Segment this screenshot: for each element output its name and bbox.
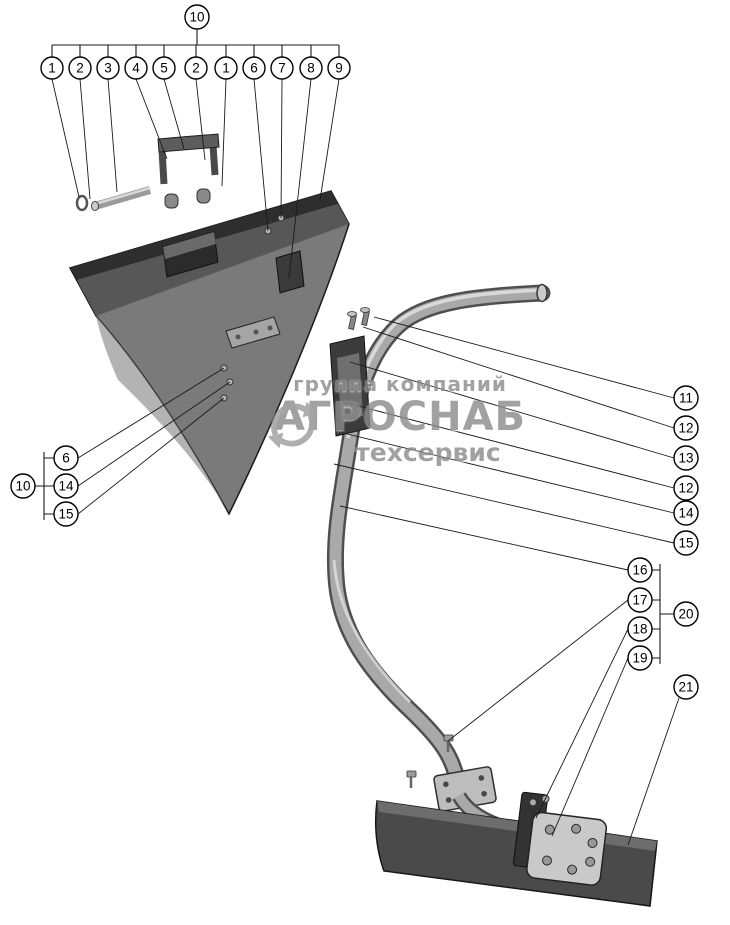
callout-right-group-20: 20 bbox=[673, 601, 699, 627]
callout-top-8: 8 bbox=[299, 56, 323, 80]
left-group-bracket bbox=[35, 452, 54, 520]
callout-right-11: 11 bbox=[673, 385, 699, 411]
svg-text:18: 18 bbox=[632, 622, 647, 637]
callout-right-12b: 12 bbox=[673, 475, 699, 501]
svg-text:2: 2 bbox=[76, 61, 84, 76]
top-group-bracket bbox=[51, 29, 340, 57]
svg-text:21: 21 bbox=[678, 680, 693, 695]
svg-text:17: 17 bbox=[632, 593, 647, 608]
callout-right-19: 19 bbox=[627, 645, 653, 671]
svg-text:3: 3 bbox=[104, 61, 112, 76]
callout-top-2: 2 bbox=[68, 56, 92, 80]
callout-top-9: 9 bbox=[327, 56, 351, 80]
svg-text:13: 13 bbox=[678, 451, 693, 466]
callout-top-1: 1 bbox=[40, 56, 64, 80]
svg-text:9: 9 bbox=[335, 61, 343, 76]
arm-bracket bbox=[329, 307, 371, 437]
callout-left-14: 14 bbox=[53, 473, 79, 499]
svg-text:14: 14 bbox=[678, 506, 694, 521]
svg-text:6: 6 bbox=[62, 451, 70, 466]
callout-right-16: 16 bbox=[627, 557, 653, 583]
callout-right-17: 17 bbox=[627, 587, 653, 613]
callout-top-3: 3 bbox=[96, 56, 120, 80]
lower-right-group-bracket bbox=[652, 564, 674, 664]
svg-text:10: 10 bbox=[189, 10, 204, 25]
svg-text:7: 7 bbox=[278, 61, 286, 76]
callout-right-21: 21 bbox=[673, 674, 699, 700]
svg-text:1: 1 bbox=[48, 61, 56, 76]
svg-text:2: 2 bbox=[192, 61, 200, 76]
callout-top-7: 7 bbox=[270, 56, 294, 80]
svg-text:19: 19 bbox=[632, 651, 647, 666]
svg-text:10: 10 bbox=[15, 479, 30, 494]
callout-left-15: 15 bbox=[53, 501, 79, 527]
svg-text:4: 4 bbox=[132, 61, 140, 76]
svg-text:14: 14 bbox=[58, 479, 74, 494]
svg-text:1: 1 bbox=[222, 61, 230, 76]
svg-text:12: 12 bbox=[678, 481, 693, 496]
callout-left-group-10: 10 bbox=[10, 473, 36, 499]
svg-text:5: 5 bbox=[160, 61, 168, 76]
svg-text:20: 20 bbox=[678, 607, 693, 622]
callout-right-18: 18 bbox=[627, 616, 653, 642]
svg-text:15: 15 bbox=[678, 536, 693, 551]
flange-bolts bbox=[406, 734, 454, 788]
hinge-assembly bbox=[513, 791, 608, 886]
callout-right-12: 12 bbox=[673, 415, 699, 441]
callout-top-6: 6 bbox=[242, 56, 266, 80]
leader-lines bbox=[51, 78, 680, 846]
svg-text:11: 11 bbox=[679, 391, 693, 406]
svg-text:6: 6 bbox=[250, 61, 258, 76]
callout-top-5: 5 bbox=[152, 56, 176, 80]
callout-top-group-10: 10 bbox=[184, 4, 210, 30]
clamp-assembly bbox=[75, 133, 220, 212]
svg-text:12: 12 bbox=[678, 421, 693, 436]
callout-top-4: 4 bbox=[124, 56, 148, 80]
cab-panel bbox=[68, 190, 350, 516]
svg-text:15: 15 bbox=[58, 507, 73, 522]
callout-right-14: 14 bbox=[673, 500, 699, 526]
callout-top-2b: 2 bbox=[184, 56, 208, 80]
callout-left-6: 6 bbox=[53, 445, 79, 471]
callout-right-13: 13 bbox=[673, 445, 699, 471]
svg-text:16: 16 bbox=[632, 563, 647, 578]
callout-top-1b: 1 bbox=[214, 56, 238, 80]
callout-right-15: 15 bbox=[673, 530, 699, 556]
svg-text:8: 8 bbox=[307, 61, 315, 76]
flange-plate bbox=[433, 766, 497, 812]
